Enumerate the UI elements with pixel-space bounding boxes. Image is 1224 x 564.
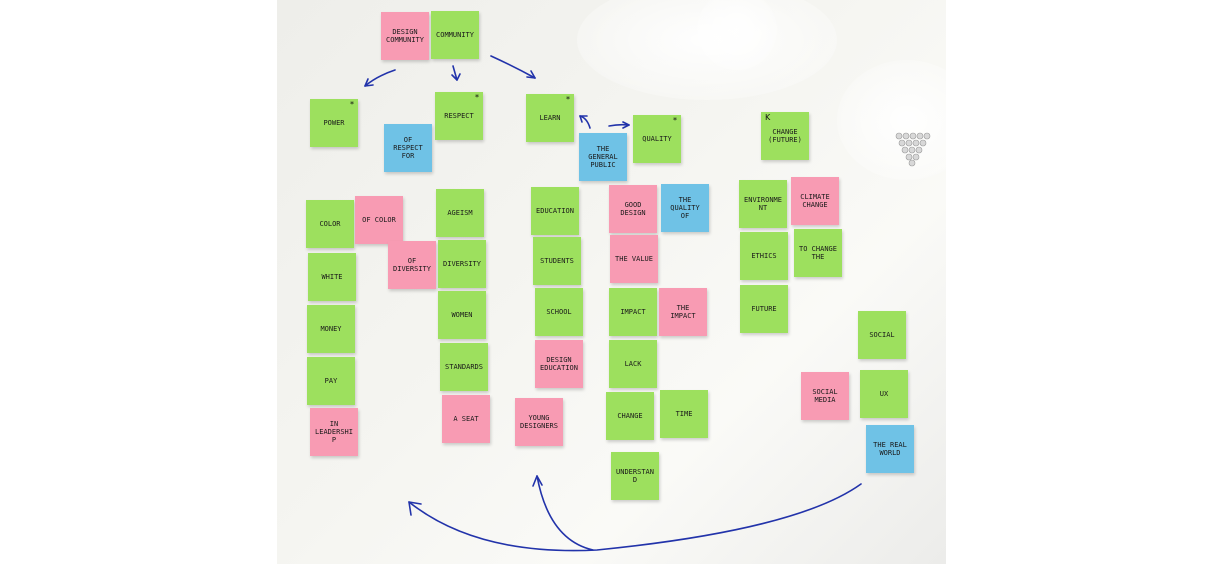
sticky-note: UNDERSTAND	[611, 452, 659, 500]
sticky-note: THE QUALITY OF	[661, 184, 709, 232]
sticky-note: WHITE	[308, 253, 356, 301]
arrowhead	[532, 475, 543, 487]
sticky-note: TIME	[660, 390, 708, 438]
sticky-note: IMPACT	[609, 288, 657, 336]
sticky-note: THE REAL WORLD	[866, 425, 914, 473]
sticky-note: *LEARN	[526, 94, 574, 142]
sticky-note: LACK	[609, 340, 657, 388]
sticky-note: THE VALUE	[610, 235, 658, 283]
sticky-note: DESIGN COMMUNITY	[381, 12, 429, 60]
sticky-note: FUTURE	[740, 285, 788, 333]
sticky-note: THE GENERAL PUBLIC	[579, 133, 627, 181]
sticky-note: *RESPECT	[435, 92, 483, 140]
sticky-note: UX	[860, 370, 908, 418]
sticky-note: MONEY	[307, 305, 355, 353]
sticky-note: *QUALITY	[633, 115, 681, 163]
bottom-branch-arrow	[536, 475, 594, 551]
arrow-to-respect	[452, 65, 458, 81]
sticky-note: STANDARDS	[440, 343, 488, 391]
whiteboard: DESIGN COMMUNITY COMMUNITY *POWER *RESPE…	[277, 0, 946, 564]
sticky-note: CLIMATE CHANGE	[791, 177, 839, 225]
drawn-arrows	[364, 55, 862, 552]
sticky-note: IN LEADERSHIP	[310, 408, 358, 456]
sticky-note: CHANGE	[606, 392, 654, 440]
sticky-note: YOUNG DESIGNERS	[515, 398, 563, 446]
arrowhead	[408, 501, 422, 516]
sticky-note: TO CHANGE THE	[794, 229, 842, 277]
arrow-to-power	[364, 69, 396, 87]
sticky-note: A SEAT	[442, 395, 490, 443]
sticky-note: DESIGN EDUCATION	[535, 340, 583, 388]
sticky-note: THE IMPACT	[659, 288, 707, 336]
arrowhead	[451, 73, 461, 81]
magnet-cluster	[895, 132, 931, 167]
sticky-note: AGEISM	[436, 189, 484, 237]
arrowhead	[526, 70, 536, 79]
sticky-note: DIVERSITY	[438, 240, 486, 288]
bottom-curve-arrow	[408, 483, 862, 552]
sticky-note: SOCIAL	[858, 311, 906, 359]
arrowhead	[364, 78, 374, 87]
arrowhead	[622, 121, 630, 129]
sticky-note: SOCIAL MEDIA	[801, 372, 849, 420]
sticky-note: GOOD DESIGN	[609, 185, 657, 233]
sticky-note: WOMEN	[438, 291, 486, 339]
sticky-note: ENVIRONMENT	[739, 180, 787, 228]
sticky-note: OF DIVERSITY	[388, 241, 436, 289]
sticky-note: *POWER	[310, 99, 358, 147]
sticky-note: COLOR	[306, 200, 354, 248]
sticky-note: EDUCATION	[531, 187, 579, 235]
arrow-to-learn	[490, 55, 536, 79]
sticky-note: PAY	[307, 357, 355, 405]
sticky-note: OF RESPECT FOR	[384, 124, 432, 172]
sticky-note: ETHICS	[740, 232, 788, 280]
arrowhead	[579, 115, 588, 123]
sticky-note: OF COLOR	[355, 196, 403, 244]
sticky-note: COMMUNITY	[431, 11, 479, 59]
sticky-note: STUDENTS	[533, 237, 581, 285]
sticky-note: SCHOOL	[535, 288, 583, 336]
